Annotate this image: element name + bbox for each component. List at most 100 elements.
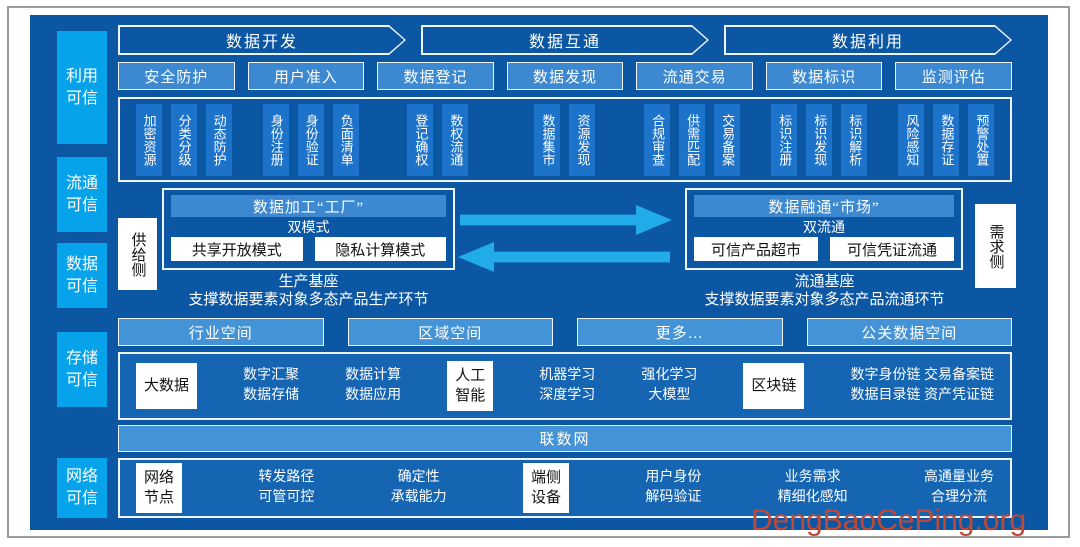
network-item: 转发路径 可管可控 <box>258 468 314 508</box>
chevron-fill <box>726 27 1010 53</box>
industry-space: 行业空间 <box>118 318 324 346</box>
privacy-computing-mode: 隐私计算模式 <box>314 237 446 261</box>
capability-box: 供需匹配 <box>679 103 706 176</box>
blockchain-card: 区块链 <box>743 363 805 409</box>
network-node-line: 节点 <box>144 490 175 506</box>
network-line: 可管可控 <box>258 490 315 505</box>
technology-row: 大数据 数字汇聚 数据存储 数据计算 数据应用 人工 智能 机器学习 深度学习 … <box>118 352 1012 420</box>
big-data-label: 大数据 <box>144 378 190 394</box>
network-line: 确定性 <box>397 470 440 485</box>
ai-card: 人工 智能 <box>447 361 494 411</box>
category-circulation-trading: 流通交易 <box>636 62 753 90</box>
production-base-title: 生产基座 <box>278 274 339 290</box>
ai-label-line: 人工 <box>455 368 486 384</box>
data-factory-box: 数据加工“工厂” 双模式 共享开放模式 隐私计算模式 <box>162 188 455 270</box>
network-item: 用户身份 解码验证 <box>645 468 701 508</box>
supply-side-label: 供给侧 <box>118 218 157 290</box>
data-market-title: 数据融通“市场” <box>694 195 954 217</box>
category-data-identifier: 数据标识 <box>765 62 883 90</box>
network-line: 业务需求 <box>784 470 841 485</box>
capability-group-identifier: 标识注册 标识发现 标识解析 <box>756 99 883 180</box>
circulation-base-title: 流通基座 <box>794 274 855 290</box>
tech-item: 机器学习 深度学习 <box>539 366 595 406</box>
diagram-panel: 利用可信 流通可信 数据可信 存储可信 网络可信 数据开发 数据互通 数据利用 … <box>30 15 1048 530</box>
capability-box: 风险感知 <box>898 103 925 176</box>
tech-item: 强化学习 大模型 <box>641 366 697 406</box>
tech-line: 深度学习 <box>539 388 596 403</box>
edge-device-line: 端侧 <box>531 470 562 486</box>
capability-strip: 加密资源 分类分级 动态防护 身份注册 身份验证 负面清单 登记确权 数权流通 … <box>118 97 1012 182</box>
capability-box: 数权流通 <box>442 103 469 176</box>
dual-mode-label: 双模式 <box>287 221 330 236</box>
process-arrow-label: 数据互通 <box>528 34 601 51</box>
production-base-caption: 生产基座 支撑数据要素对象多态产品生产环节 <box>162 273 455 309</box>
capability-box: 交易备案 <box>714 103 741 176</box>
circulation-base-desc: 支撑数据要素对象多态产品流通环节 <box>704 292 945 308</box>
factory-modes: 共享开放模式 隐私计算模式 <box>171 237 446 261</box>
process-arrow-row: 数据开发 数据互通 数据利用 <box>118 25 1012 55</box>
tech-item: 数字汇聚 数据存储 <box>243 366 299 406</box>
capability-box: 标识发现 <box>806 103 833 176</box>
network-item: 确定性 承载能力 <box>391 468 447 508</box>
trusted-product-supermarket: 可信产品超市 <box>694 237 818 261</box>
tech-item-chains: 数字身份链 交易备案链 数据目录链 资产凭证链 <box>850 366 994 406</box>
circulation-base-caption: 流通基座 支撑数据要素对象多态产品流通环节 <box>678 273 971 309</box>
demand-side-label: 需求侧 <box>975 204 1016 288</box>
dual-circulation-label: 双流通 <box>803 221 845 236</box>
capability-box: 数据集市 <box>534 103 561 176</box>
big-data-card: 大数据 <box>136 363 198 409</box>
tech-line: 数字身份链 交易备案链 <box>850 368 994 383</box>
process-arrow-label: 数据开发 <box>225 34 298 51</box>
tech-line: 数据目录链 资产凭证链 <box>850 388 994 403</box>
network-row: 网络 节点 转发路径 可管可控 确定性 承载能力 端侧 设备 用户身份 解码验证… <box>118 458 1012 518</box>
data-market-box: 数据融通“市场” 双流通 可信产品超市 可信凭证流通 <box>685 188 963 270</box>
capability-box: 登记确权 <box>407 103 434 176</box>
capability-group-security: 加密资源 分类分级 动态防护 <box>120 99 247 180</box>
category-monitoring-evaluation: 监测评估 <box>895 62 1013 90</box>
capability-box: 数据存证 <box>933 103 960 176</box>
network-item: 高通量业务 合理分流 <box>924 468 994 508</box>
category-user-access: 用户准入 <box>247 62 365 90</box>
market-modes: 可信产品超市 可信凭证流通 <box>694 237 954 261</box>
tech-line: 数字汇聚 <box>243 368 300 383</box>
tech-line: 数据存储 <box>243 388 300 403</box>
sidebar-item-utilization-trust: 利用可信 <box>57 31 107 144</box>
arrow-left-demand-to-supply <box>458 242 670 272</box>
tech-line: 大模型 <box>648 388 691 403</box>
network-node-card: 网络 节点 <box>136 463 183 513</box>
data-space-row: 行业空间 区域空间 更多… 公关数据空间 <box>118 318 1012 346</box>
ai-label-line: 智能 <box>455 388 486 404</box>
capability-group-registration: 登记确权 数权流通 <box>374 99 501 180</box>
blockchain-label: 区块链 <box>751 378 797 394</box>
network-node-line: 网络 <box>144 470 175 486</box>
outer-frame <box>7 6 1070 538</box>
capability-box: 身份验证 <box>297 103 324 176</box>
capability-box: 分类分级 <box>170 103 197 176</box>
capability-box: 合规审查 <box>644 103 671 176</box>
tech-item: 数据计算 数据应用 <box>345 366 401 406</box>
watermark: DengBaoCePing.org <box>751 504 1027 537</box>
shared-open-mode: 共享开放模式 <box>171 237 303 261</box>
capability-box: 标识注册 <box>771 103 798 176</box>
category-security-protection: 安全防护 <box>118 62 235 90</box>
arrow-right-supply-to-demand <box>460 205 672 235</box>
network-line: 承载能力 <box>390 490 447 505</box>
capability-box: 标识解析 <box>841 103 868 176</box>
data-network-banner: 联数网 <box>118 425 1012 452</box>
capability-group-trading: 合规审查 供需匹配 交易备案 <box>629 99 756 180</box>
tech-line: 强化学习 <box>641 368 698 383</box>
category-data-registration: 数据登记 <box>377 62 494 90</box>
data-factory-title: 数据加工“工厂” <box>171 195 446 217</box>
capability-box: 负面清单 <box>332 103 359 176</box>
capability-group-monitoring: 风险感知 数据存证 预警处置 <box>883 99 1010 180</box>
process-arrow-data-utilization: 数据利用 <box>724 25 1012 55</box>
tech-line: 机器学习 <box>539 368 596 383</box>
edge-device-line: 设备 <box>531 490 562 506</box>
capability-box: 身份注册 <box>262 103 289 176</box>
sidebar-item-circulation-trust: 流通可信 <box>57 157 107 232</box>
production-base-desc: 支撑数据要素对象多态产品生产环节 <box>188 292 429 308</box>
capability-group-discovery: 数据集市 资源发现 <box>501 99 628 180</box>
capability-box: 资源发现 <box>569 103 596 176</box>
capability-box: 预警处置 <box>968 103 995 176</box>
tech-line: 数据计算 <box>345 368 402 383</box>
